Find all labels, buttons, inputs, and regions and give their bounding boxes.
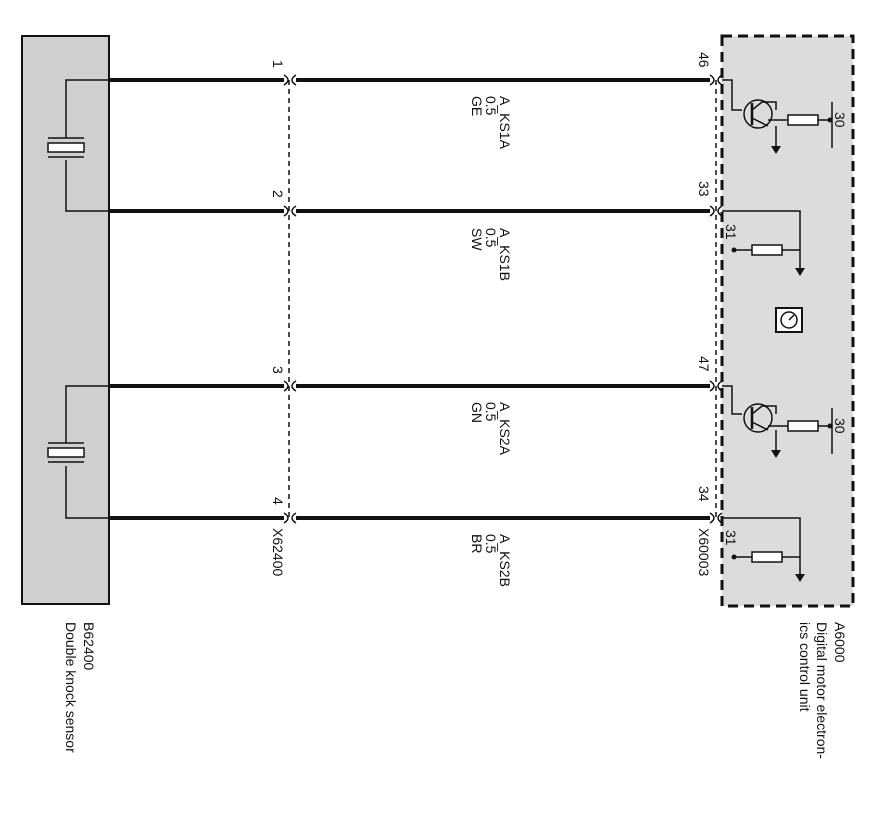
piezo-element-2: [47, 385, 109, 519]
pin-left-1: 1: [270, 60, 286, 68]
transistor-circuit-1: [722, 79, 833, 154]
terminal-30-a: 30: [832, 112, 848, 128]
terminal-31-b: 31: [723, 530, 739, 546]
unit-name-line2: ics control unit: [797, 622, 813, 712]
wire-4-signal: A_KS2B: [497, 534, 513, 587]
connector-right-label: X60003: [696, 528, 712, 576]
wire-2-gauge: 0.5: [483, 228, 499, 248]
resistor-circuit-1: [722, 210, 805, 276]
wire-3-color: GN: [469, 402, 485, 423]
pin-right-34: 34: [696, 486, 712, 502]
sensor-code: B62400: [81, 622, 97, 670]
connector-left-label: X62400: [270, 528, 286, 576]
wire-4-color: BR: [469, 534, 485, 553]
wire-1: [109, 74, 723, 86]
terminal-31-a: 31: [723, 224, 739, 240]
wire-4-gauge: 0.5: [483, 534, 499, 554]
piezo-element-1: [47, 79, 109, 212]
control-unit-symbol: [775, 307, 803, 333]
wire-4: [109, 512, 723, 524]
wire-3-signal: A_KS2A: [497, 402, 513, 456]
sensor-name: Double knock sensor: [63, 622, 79, 753]
pin-right-33: 33: [696, 181, 712, 197]
pin-left-2: 2: [270, 190, 286, 198]
wire-2-color: SW: [469, 228, 485, 251]
wire-3-gauge: 0.5: [483, 402, 499, 422]
wire-2-signal: A_KS1B: [497, 228, 513, 281]
unit-name-line1: Digital motor electron-: [814, 622, 830, 759]
wire-3: [109, 380, 723, 392]
pin-left-3: 3: [270, 366, 286, 374]
pin-right-46: 46: [696, 52, 712, 68]
wire-2: [109, 205, 723, 217]
wire-1-color: GE: [469, 96, 485, 116]
wire-1-signal: A_KS1A: [497, 96, 513, 150]
pin-left-4: 4: [270, 497, 286, 505]
terminal-30-b: 30: [832, 418, 848, 434]
unit-code: A6000: [832, 622, 848, 663]
wire-1-gauge: 0.5: [483, 96, 499, 116]
pin-right-47: 47: [696, 356, 712, 372]
transistor-circuit-2: [722, 385, 833, 458]
resistor-circuit-2: [722, 517, 805, 582]
